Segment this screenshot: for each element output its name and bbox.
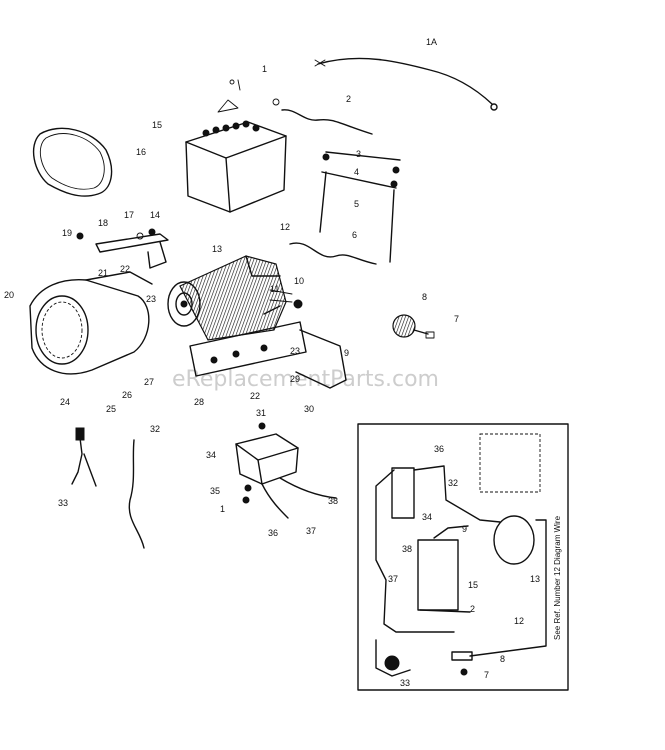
callout-27: 27 (144, 377, 154, 387)
adjusting-bracket (76, 228, 169, 269)
callout-37: 37 (306, 526, 316, 536)
callout-1: 1 (262, 64, 267, 74)
callout-23: 23 (146, 294, 156, 304)
callout-18: 18 (98, 218, 108, 228)
inset-callout-9: 9 (462, 524, 467, 534)
callout-7: 7 (454, 314, 459, 324)
callout-12: 12 (280, 222, 290, 232)
callout-6: 6 (352, 230, 357, 240)
inset-callout-34: 34 (422, 512, 432, 522)
callout-25: 25 (106, 404, 116, 414)
callout-20: 20 (4, 290, 14, 300)
inset-callout-36: 36 (434, 444, 444, 454)
watermark-text: eReplacementParts.com (172, 367, 439, 392)
callout-11: 11 (270, 284, 279, 294)
callout-34: 34 (206, 450, 216, 460)
callout-30: 30 (304, 404, 314, 414)
callout-1b: 1 (220, 504, 225, 514)
callout-24: 24 (60, 397, 70, 407)
mounting-bracket (189, 299, 347, 389)
inset-callout-13: 13 (530, 574, 540, 584)
callout-16: 16 (136, 147, 146, 157)
callout-33: 33 (58, 498, 68, 508)
callout-4: 4 (354, 167, 359, 177)
callout-23b: 23 (290, 346, 300, 356)
inset-callout-8: 8 (500, 654, 505, 664)
callout-8: 8 (422, 292, 427, 302)
callout-22: 22 (120, 264, 130, 274)
battery (185, 79, 287, 213)
hold-down-bracket (319, 151, 401, 263)
callout-19: 19 (62, 228, 72, 238)
wire-32 (128, 439, 145, 549)
inset-callout-2: 2 (470, 604, 475, 614)
callout-22b: 22 (250, 391, 260, 401)
inset-callout-12: 12 (514, 616, 524, 626)
callout-14: 14 (150, 210, 160, 220)
callout-21: 21 (98, 268, 108, 278)
cable-1a (314, 57, 498, 111)
fan-belt (32, 127, 113, 197)
callout-31: 31 (256, 408, 266, 418)
pulley-guard (29, 271, 153, 375)
callout-1a: 1A (426, 37, 437, 47)
callout-10: 10 (294, 276, 304, 286)
inset-callout-labels: 36 32 34 9 38 15 13 37 2 12 8 7 33 See R… (388, 444, 562, 688)
wiring-schematic-inset (357, 423, 569, 691)
callout-13: 13 (212, 244, 222, 254)
inset-callout-37: 37 (388, 574, 398, 584)
callout-38: 38 (328, 496, 338, 506)
callout-3: 3 (356, 149, 361, 159)
callout-2: 2 (346, 94, 351, 104)
wiring-harness (71, 427, 97, 487)
callout-32: 32 (150, 424, 160, 434)
inset-wire-note: See Ref. Number 12 Diagram Wire (553, 515, 562, 640)
callout-36: 36 (268, 528, 278, 538)
inset-callout-15: 15 (468, 580, 478, 590)
callout-5: 5 (354, 199, 359, 209)
callout-9: 9 (344, 348, 349, 358)
callout-17: 17 (124, 210, 134, 220)
callout-28: 28 (194, 397, 204, 407)
callout-29: 29 (290, 374, 300, 384)
ignition-switch (392, 314, 435, 339)
callout-labels: 1A 1 2 3 4 5 6 7 8 9 10 11 12 13 14 15 1… (4, 37, 459, 538)
inset-callout-38: 38 (402, 544, 412, 554)
inset-callout-33: 33 (400, 678, 410, 688)
starter-generator (167, 255, 293, 341)
inset-callout-32: 32 (448, 478, 458, 488)
callout-15: 15 (152, 120, 162, 130)
cable-2 (281, 109, 373, 135)
cable-12 (289, 242, 377, 265)
callout-35: 35 (210, 486, 220, 496)
voltage-regulator (235, 422, 337, 519)
inset-callout-7: 7 (484, 670, 489, 680)
callout-26: 26 (122, 390, 132, 400)
